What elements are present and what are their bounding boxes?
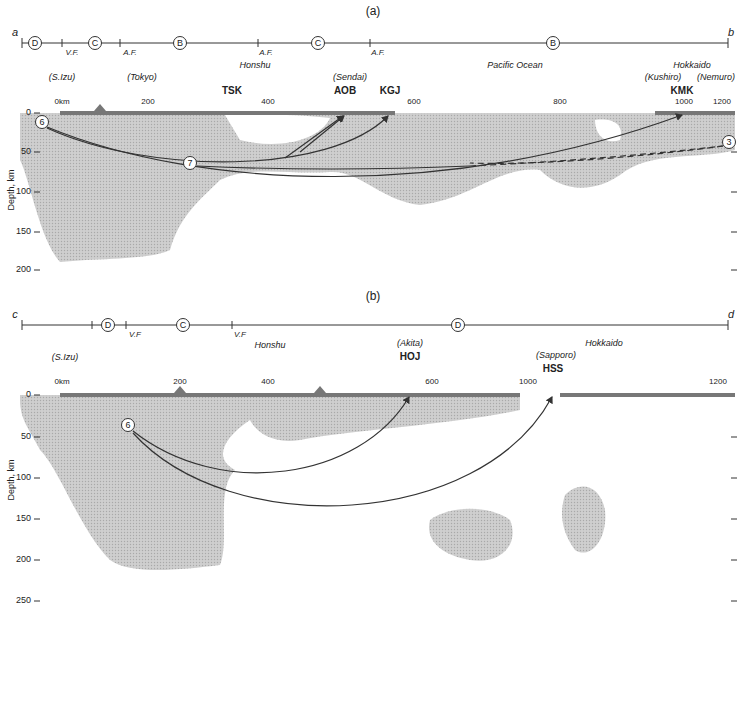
zone-marker: B <box>173 36 187 50</box>
circle-text: D <box>105 321 112 330</box>
place-name: a <box>12 26 18 38</box>
place-name: Honshu <box>239 61 270 71</box>
circle-text: 6 <box>125 421 130 430</box>
place-name: Pacific Ocean <box>487 61 543 71</box>
axis-value: 150 <box>16 227 31 237</box>
place-name: (Nemuro) <box>697 73 735 83</box>
callout-number: 6 <box>121 418 135 432</box>
circle-text: C <box>180 321 187 330</box>
place-name: A.F. <box>259 49 273 58</box>
axis-value: 200 <box>141 98 154 107</box>
place-name: V.F. <box>65 49 78 58</box>
axis-value: 400 <box>261 98 274 107</box>
circle-text: 3 <box>726 138 731 147</box>
axis-value: 100 <box>16 473 31 483</box>
axis-value: 250 <box>16 596 31 606</box>
axis-value: 0km <box>54 98 69 107</box>
place-name: (S.Izu) <box>49 73 76 83</box>
circle-text: D <box>455 321 462 330</box>
axis-value: 0 <box>26 108 31 118</box>
zone-marker: C <box>311 36 325 50</box>
place-name: A.F. <box>123 49 137 58</box>
place-name: d <box>728 308 734 320</box>
zone-marker: D <box>28 36 42 50</box>
axis-value: (b) <box>366 290 381 303</box>
axis-value: 600 <box>425 378 438 387</box>
axis-value: 800 <box>553 98 566 107</box>
axis-value: 50 <box>21 432 31 442</box>
axis-value: 200 <box>173 378 186 387</box>
axis-value: 200 <box>16 265 31 275</box>
axis-value: 400 <box>261 378 274 387</box>
axis-title: Depth, km <box>6 169 16 210</box>
place-name: Hokkaido <box>673 61 711 71</box>
axis-value: 0 <box>26 390 31 400</box>
place-name: (Tokyo) <box>127 73 157 83</box>
circle-text: 7 <box>187 159 192 168</box>
station-code: KMK <box>671 85 694 96</box>
place-name: V.F <box>234 331 246 340</box>
zone-marker: C <box>176 318 190 332</box>
axis-value: 100 <box>16 187 31 197</box>
axis-value: 150 <box>16 514 31 524</box>
circle-text: C <box>92 39 99 48</box>
place-name: V.F <box>129 331 141 340</box>
place-name: (Akita) <box>397 339 423 349</box>
axis-value: 600 <box>407 98 420 107</box>
callout-number: 6 <box>35 115 49 129</box>
place-name: (Sapporo) <box>536 351 576 361</box>
axis-value: 1200 <box>713 98 731 107</box>
place-name: Honshu <box>254 341 285 351</box>
axis-value: 1200 <box>709 378 727 387</box>
place-name: c <box>12 308 18 320</box>
station-code: KGJ <box>380 85 401 96</box>
station-code: TSK <box>222 85 242 96</box>
place-name: b <box>728 26 734 38</box>
zone-marker: D <box>101 318 115 332</box>
axis-title: Depth, km <box>6 459 16 500</box>
place-name: (Sendai) <box>333 73 367 83</box>
zone-marker: C <box>88 36 102 50</box>
callout-number: 7 <box>183 156 197 170</box>
circle-text: B <box>550 39 556 48</box>
circle-text: C <box>315 39 322 48</box>
circle-text: D <box>32 39 39 48</box>
zone-marker: D <box>451 318 465 332</box>
zone-marker: B <box>546 36 560 50</box>
axis-value: 0km <box>54 378 69 387</box>
place-name: A.F. <box>371 49 385 58</box>
station-code: HOJ <box>400 351 421 362</box>
station-code: AOB <box>334 85 356 96</box>
axis-value: (a) <box>366 5 381 18</box>
place-name: (S.Izu) <box>52 353 79 363</box>
axis-value: 1000 <box>519 378 537 387</box>
axis-value: 200 <box>16 555 31 565</box>
circle-text: 6 <box>39 118 44 127</box>
axis-value: 50 <box>21 147 31 157</box>
place-name: Hokkaido <box>585 339 623 349</box>
station-code: HSS <box>543 363 564 374</box>
axis-value: 1000 <box>675 98 693 107</box>
callout-number: 3 <box>722 135 736 149</box>
circle-text: B <box>177 39 183 48</box>
place-name: (Kushiro) <box>645 73 682 83</box>
